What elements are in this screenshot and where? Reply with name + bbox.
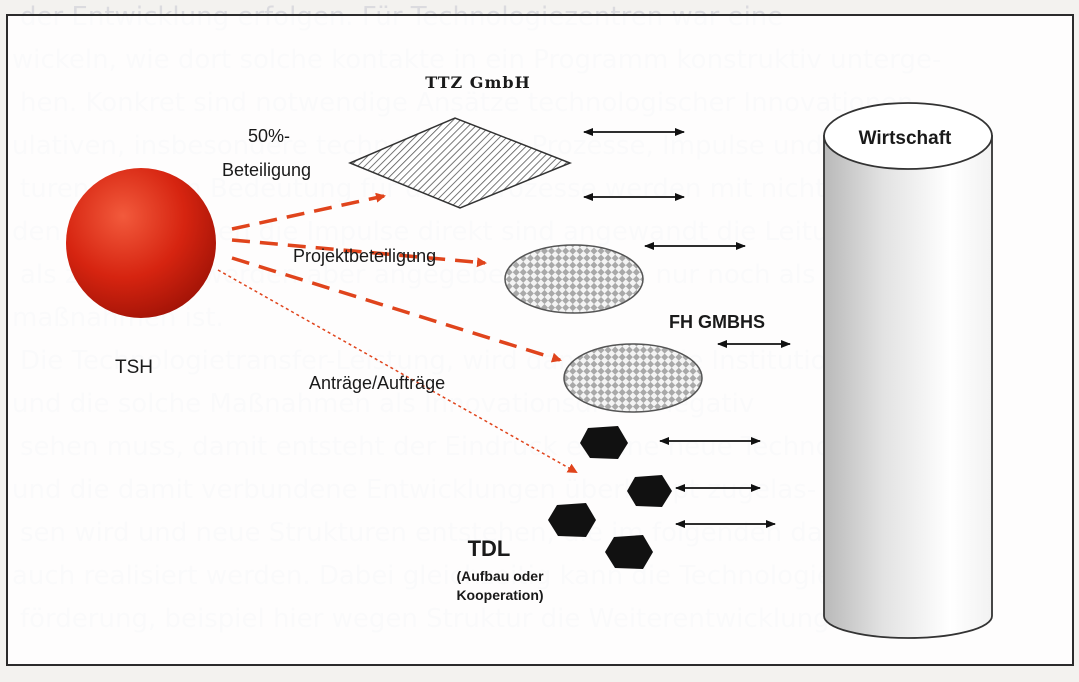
tsh-sphere bbox=[66, 168, 216, 318]
wirtschaft-label: Wirtschaft bbox=[859, 128, 952, 149]
tdl-blob-1 bbox=[580, 426, 628, 459]
beteiligung-label-line2: Beteiligung bbox=[222, 160, 311, 180]
arrow-to-fh-2 bbox=[231, 256, 562, 363]
tdl-label: TDL bbox=[468, 536, 511, 561]
tdl-blobs bbox=[548, 426, 672, 569]
fh-ellipse-2 bbox=[563, 343, 703, 413]
tdl-sub-line1: (Aufbau oder bbox=[456, 568, 544, 584]
wirtschaft-cylinder bbox=[823, 102, 993, 639]
beteiligung-label-line1: 50%- bbox=[248, 126, 290, 146]
fh-gmbhs-label: FH GMBHS bbox=[669, 312, 765, 332]
tsh-label: TSH bbox=[115, 357, 153, 378]
tdl-blob-3 bbox=[548, 503, 596, 537]
arrow-to-tdl bbox=[217, 269, 578, 473]
tdl-blob-2 bbox=[627, 475, 672, 507]
cylinder-body bbox=[823, 135, 993, 639]
tdl-blob-4 bbox=[605, 535, 653, 569]
exchange-arrows bbox=[583, 128, 791, 528]
ttz-gmbh-diamond bbox=[348, 117, 573, 209]
fh-ellipse-1 bbox=[504, 244, 644, 314]
antraege-auftraege-label: Anträge/Aufträge bbox=[309, 373, 445, 393]
cylinder-top bbox=[823, 102, 993, 170]
ttz-gmbh-label: TTZ GmbH bbox=[425, 73, 530, 92]
red-arrows bbox=[217, 192, 578, 473]
arrow-to-ttz bbox=[231, 192, 386, 231]
projektbeteiligung-label: Projektbeteiligung bbox=[293, 246, 436, 266]
arrow-to-fh-1 bbox=[231, 238, 487, 268]
tdl-sub-line2: Kooperation) bbox=[456, 587, 543, 603]
